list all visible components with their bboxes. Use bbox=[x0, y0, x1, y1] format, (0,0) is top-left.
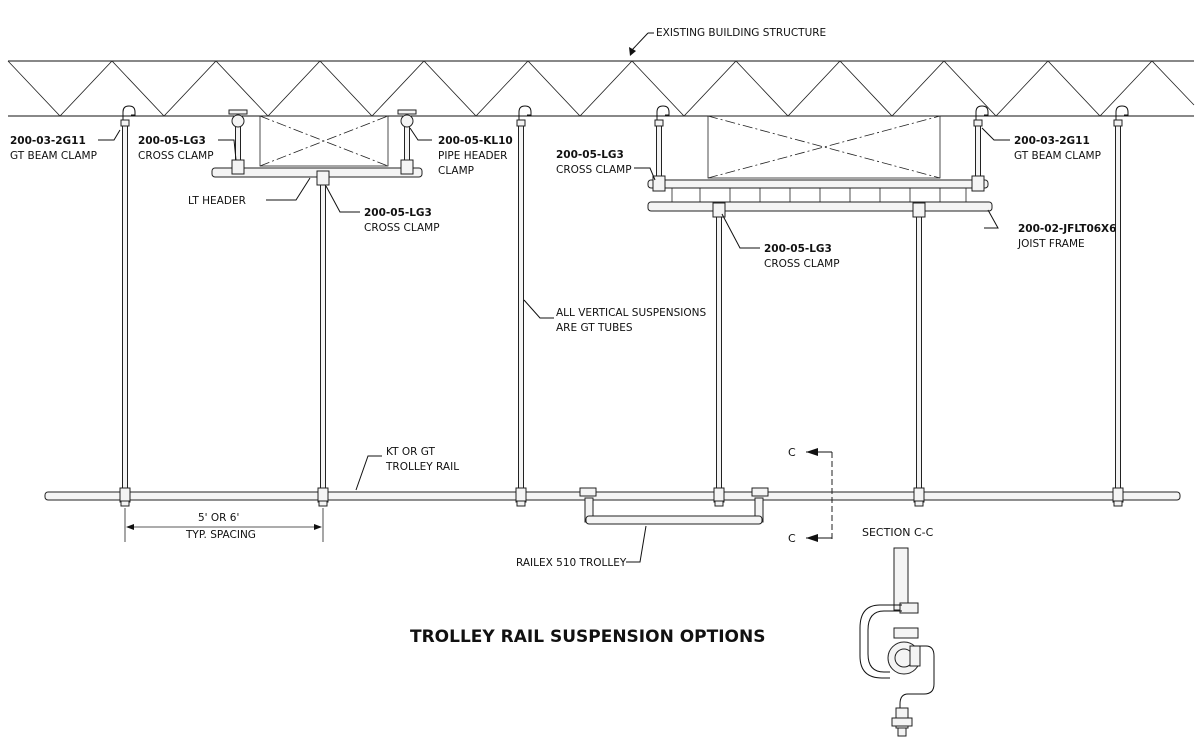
section-title: SECTION C-C bbox=[862, 526, 934, 539]
label-beam-clamp-right-part: 200-03-2G11 bbox=[1014, 135, 1090, 147]
section-cut-line bbox=[806, 448, 833, 542]
section-detail bbox=[859, 547, 935, 737]
label-trolley: RAILEX 510 TROLLEY bbox=[516, 557, 627, 569]
label-cross-clamp-d-part: 200-05-LG3 bbox=[764, 243, 832, 255]
label-cross-clamp-b-desc: CROSS CLAMP bbox=[364, 222, 440, 234]
duct-box-right bbox=[707, 115, 941, 179]
section-mark-bottom: C bbox=[788, 532, 796, 545]
lt-header bbox=[211, 159, 423, 186]
label-cross-clamp-a-part: 200-05-LG3 bbox=[138, 135, 206, 147]
label-cross-clamp-d-desc: CROSS CLAMP bbox=[764, 258, 840, 270]
building-truss bbox=[7, 60, 1195, 117]
label-building: EXISTING BUILDING STRUCTURE bbox=[656, 27, 826, 39]
section-mark-top: C bbox=[788, 446, 796, 459]
label-joist-frame-desc: JOIST FRAME bbox=[1017, 238, 1085, 250]
railex-trolley bbox=[579, 487, 769, 525]
label-lt-header: LT HEADER bbox=[188, 195, 246, 207]
joist-frame bbox=[647, 175, 993, 218]
leader-lines bbox=[98, 32, 1010, 563]
label-cross-clamp-b-part: 200-05-LG3 bbox=[364, 207, 432, 219]
label-joist-frame-part: 200-02-JFLT06X6 bbox=[1018, 223, 1116, 235]
label-cross-clamp-c-desc: CROSS CLAMP bbox=[556, 164, 632, 176]
beam-clamps bbox=[120, 105, 1129, 127]
label-beam-clamp-left-part: 200-03-2G11 bbox=[10, 135, 86, 147]
trolley-rail bbox=[44, 487, 1181, 507]
label-beam-clamp-left-desc: GT BEAM CLAMP bbox=[10, 150, 97, 162]
label-spacing-1: 5' OR 6' bbox=[198, 512, 239, 524]
label-pipe-header-desc2: CLAMP bbox=[438, 165, 474, 177]
label-beam-clamp-right-desc: GT BEAM CLAMP bbox=[1014, 150, 1101, 162]
label-cross-clamp-a-desc: CROSS CLAMP bbox=[138, 150, 214, 162]
label-rail-2: TROLLEY RAIL bbox=[385, 461, 459, 473]
label-pipe-header-part: 200-05-KL10 bbox=[438, 135, 513, 147]
duct-box-left bbox=[259, 115, 389, 167]
label-pipe-header-desc1: PIPE HEADER bbox=[438, 150, 507, 162]
spacing-dimension bbox=[124, 508, 324, 542]
label-cross-clamp-c-part: 200-05-LG3 bbox=[556, 149, 624, 161]
pipe-header-clamps bbox=[228, 109, 417, 128]
label-vertical-1: ALL VERTICAL SUSPENSIONS bbox=[556, 307, 706, 319]
label-spacing-2: TYP. SPACING bbox=[185, 529, 256, 541]
drawing-title: TROLLEY RAIL SUSPENSION OPTIONS bbox=[410, 627, 765, 647]
label-rail-1: KT OR GT bbox=[386, 446, 435, 458]
label-vertical-2: ARE GT TUBES bbox=[556, 322, 633, 334]
